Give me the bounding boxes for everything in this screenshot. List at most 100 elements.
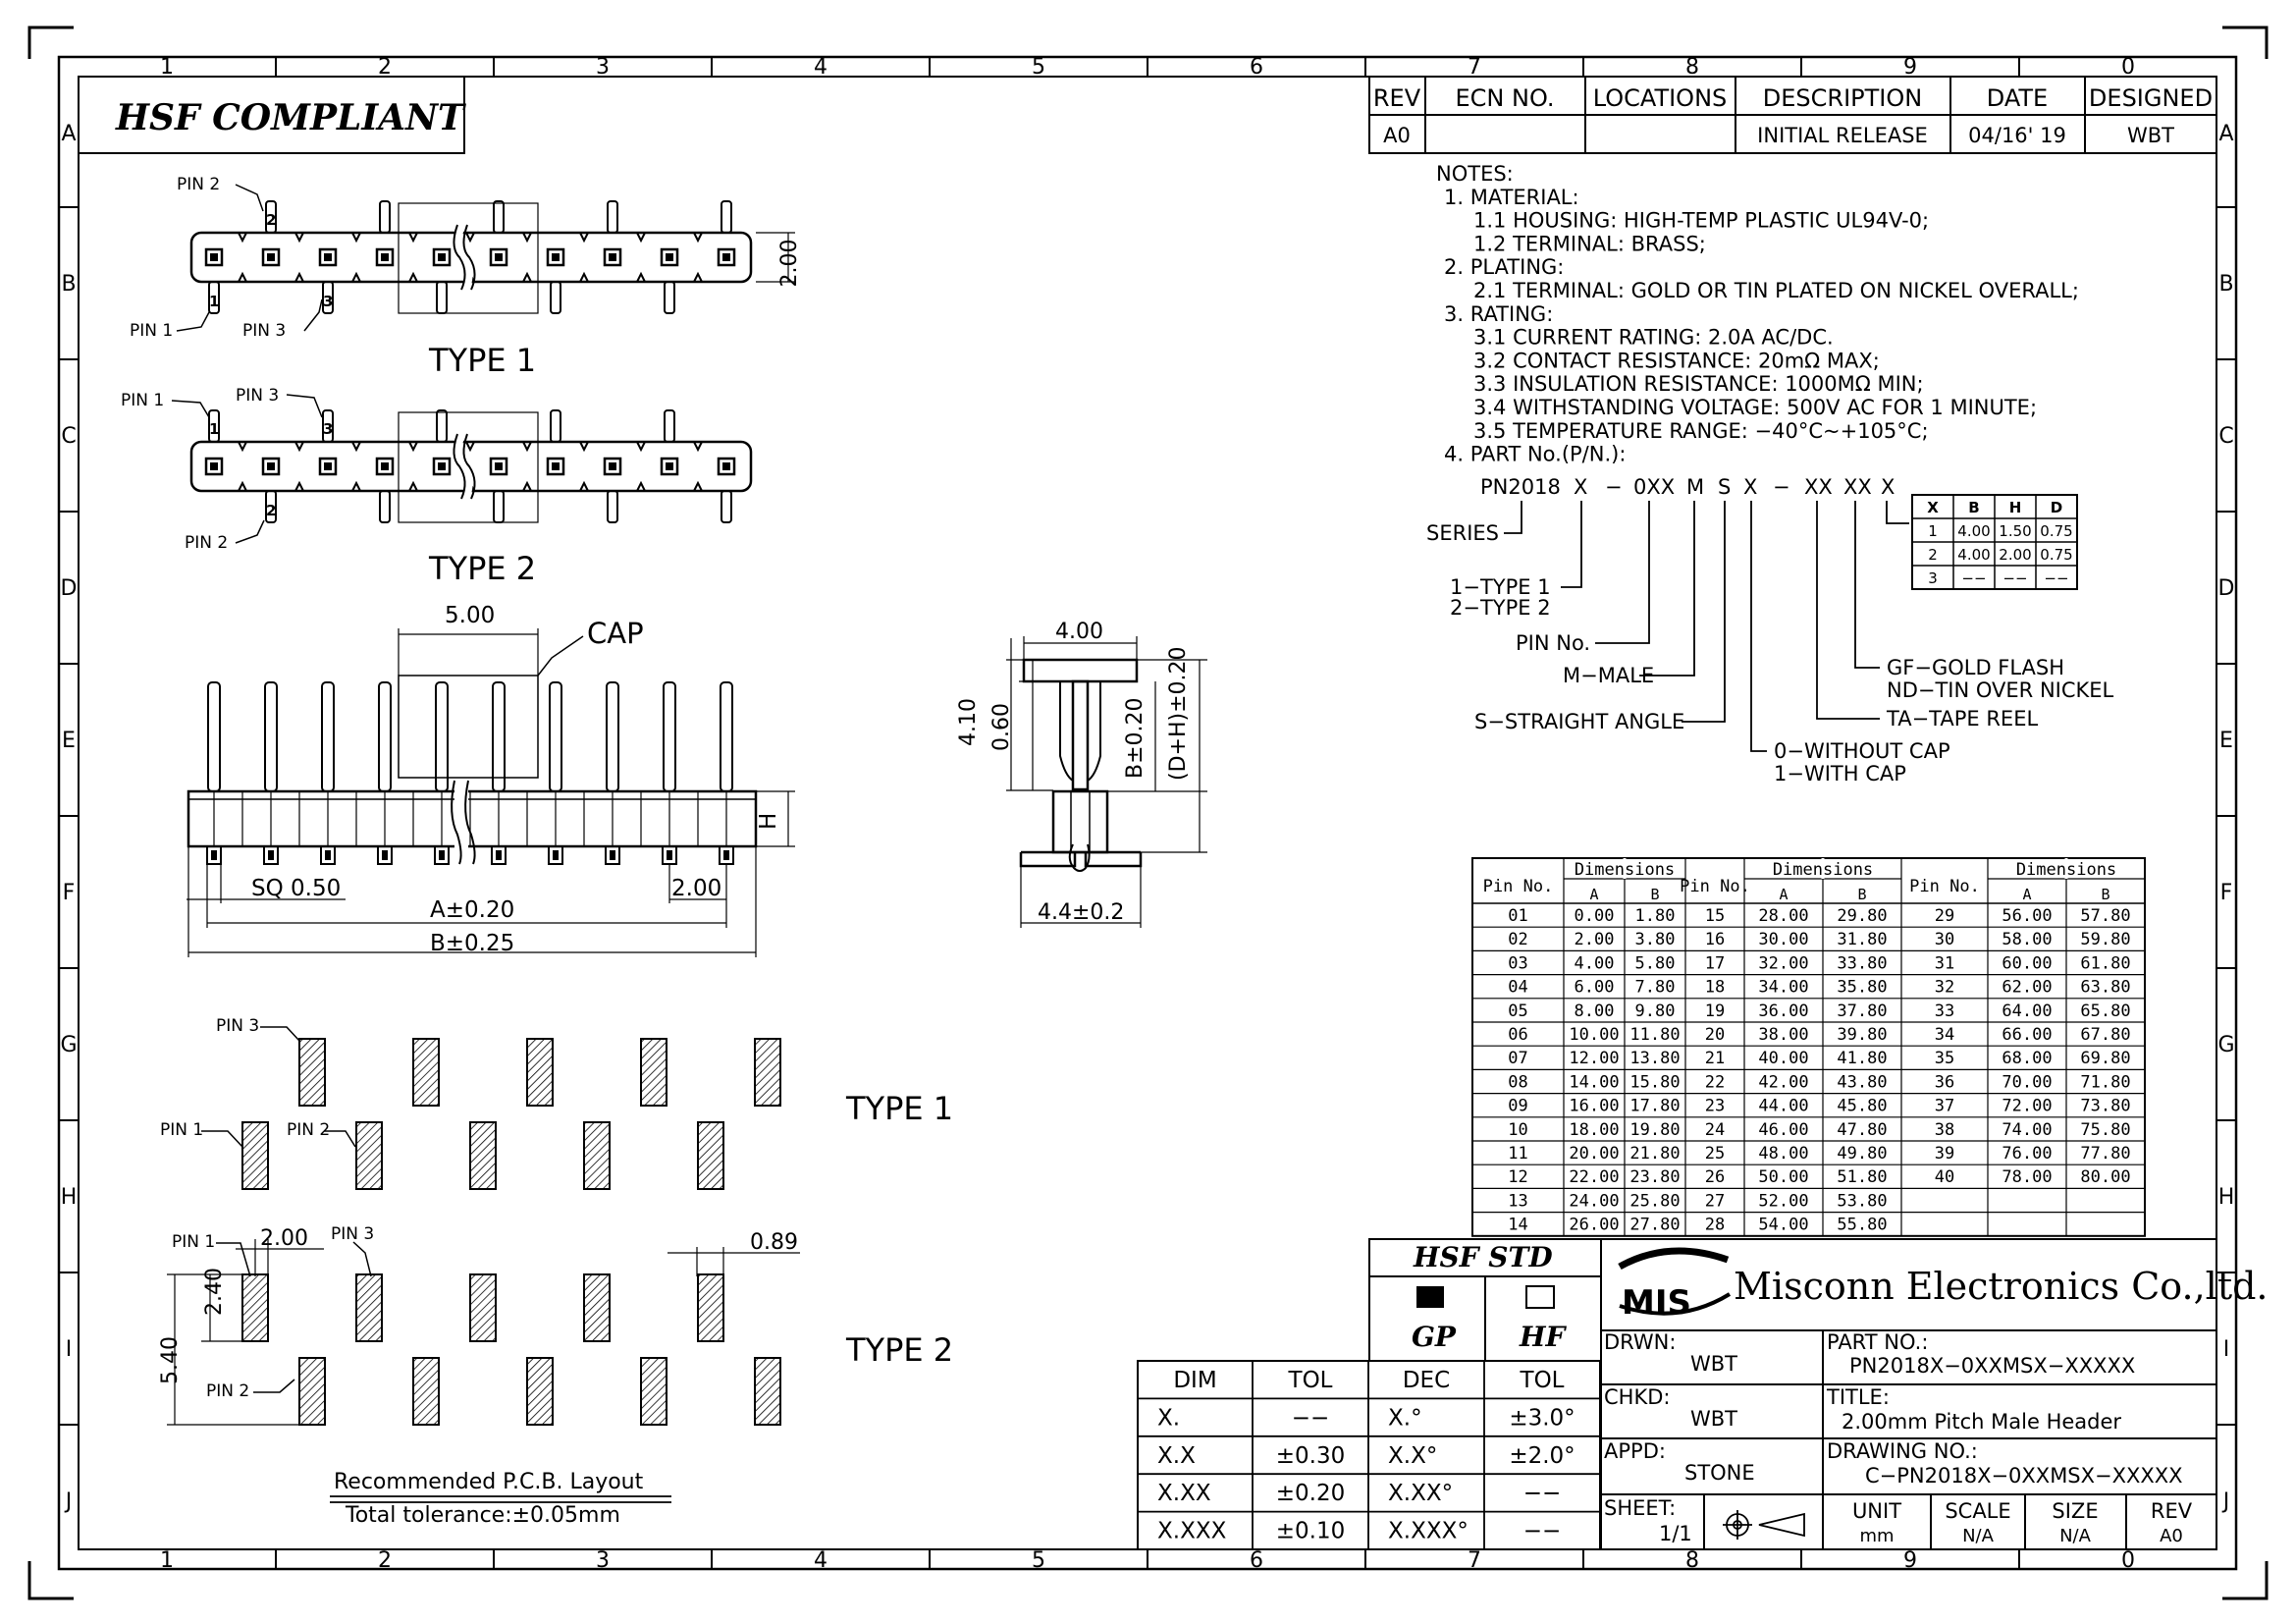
pn-seg-xx1: XX (1804, 475, 1833, 499)
note-line-4: 2. PLATING: (1444, 255, 1564, 279)
type1-label: TYPE 1 (428, 342, 536, 379)
pin-square-9 (660, 457, 679, 476)
side-pin-2 (264, 681, 278, 792)
xbhd-cell-1-1: 4.00 (1957, 522, 1990, 540)
pn-seg-dash2: − (1773, 475, 1790, 499)
revision-table: REV ECN NO. LOCATIONS DESCRIPTION DATE D… (1368, 76, 2217, 154)
dim-cell-12-4: 52.00 (1758, 1191, 1808, 1211)
pin-square-10 (717, 457, 736, 476)
h-label: H (756, 813, 781, 830)
dim-cell-2-1: 4.00 (1575, 953, 1615, 973)
unit-label: UNIT (1852, 1499, 1901, 1523)
dim-cell-11-4: 50.00 (1758, 1167, 1808, 1187)
dim-header-b-3: B (1857, 886, 1866, 903)
tol-cell-0-1: TOL (1288, 1368, 1333, 1393)
dim-cell-6-4: 40.00 (1758, 1049, 1808, 1068)
xbhd-cell-0-1: B (1968, 499, 1979, 516)
dim-cell-11-2: 23.80 (1629, 1167, 1680, 1187)
tol-cell-4-1: ±0.10 (1276, 1519, 1345, 1544)
dim-cell-13-2: 27.80 (1629, 1216, 1680, 1235)
pcb-t2-pad-8 (640, 1357, 667, 1426)
dim-cell-3-2: 7.80 (1635, 978, 1676, 998)
zone-row-left-C: C (61, 424, 76, 449)
dim-cell-1-1: 2.00 (1575, 930, 1615, 949)
pin-square-8 (603, 457, 622, 476)
sheet-value: 1/1 (1659, 1522, 1692, 1545)
zone-row-right-A: A (2218, 122, 2233, 146)
dim-cell-8-0: 09 (1508, 1097, 1527, 1116)
dim-cell-0-1: 0.00 (1575, 906, 1615, 926)
dim-cell-13-5: 55.80 (1837, 1216, 1887, 1235)
dim-cell-10-7: 76.00 (2002, 1144, 2052, 1164)
pcb-title: Recommended P.C.B. Layout (334, 1470, 644, 1494)
dim-cell-4-8: 65.80 (2080, 1001, 2130, 1021)
xbhd-cell-2-2: 2.00 (1999, 546, 2031, 564)
dim-cell-0-5: 29.80 (1837, 906, 1887, 926)
xbhd-cell-3-2: −− (2002, 569, 2027, 587)
dim-cell-4-4: 36.00 (1758, 1001, 1808, 1021)
dim-cell-5-5: 39.80 (1837, 1025, 1887, 1045)
pcb-t1-pad-10 (754, 1038, 781, 1107)
dim-cell-6-1: 12.00 (1569, 1049, 1619, 1068)
svg-text:2: 2 (266, 211, 276, 229)
part-number-breakdown: PN2018 X − 0XX M S X − XX XX X SERIES 1−… (1426, 475, 2114, 785)
dim-cell-9-1: 18.00 (1569, 1120, 1619, 1140)
dim-cell-8-4: 44.00 (1758, 1097, 1808, 1116)
zone-col-bottom-5: 5 (1032, 1548, 1045, 1573)
pcb-t1-pad-8 (640, 1038, 667, 1107)
dim-cell-10-3: 25 (1705, 1144, 1725, 1164)
title-value: 2.00mm Pitch Male Header (1842, 1410, 2121, 1434)
zone-col-top-5: 5 (1032, 55, 1045, 80)
dim-cell-3-0: 04 (1508, 978, 1527, 998)
pin-square-2 (261, 247, 281, 267)
pcb-t1-pad-3 (355, 1121, 383, 1190)
pin-square-9 (660, 247, 679, 267)
zone-row-left-G: G (60, 1033, 77, 1057)
dim-cell-9-7: 74.00 (2002, 1120, 2052, 1140)
dim-cell-12-1: 24.00 (1569, 1191, 1619, 1211)
dim-cell-0-3: 15 (1705, 906, 1725, 926)
dim-cell-1-2: 3.80 (1635, 930, 1676, 949)
dim-cell-10-4: 48.00 (1758, 1144, 1808, 1164)
pn-seg-type: X (1574, 475, 1587, 499)
hsf-std-title: HSF STD (1413, 1241, 1553, 1273)
dim-cell-12-3: 27 (1705, 1191, 1725, 1211)
zone-row-left-F: F (63, 881, 76, 905)
type1-pcb-label: TYPE 1 (845, 1090, 953, 1127)
sheet-label: SHEET: (1604, 1496, 1676, 1520)
dim-cell-1-8: 59.80 (2080, 930, 2130, 949)
pin-callout-leaders (171, 184, 323, 544)
note-line-11: 3.5 TEMPERATURE RANGE: −40°C~+105°C; (1473, 419, 1929, 443)
dim-cell-7-2: 15.80 (1629, 1072, 1680, 1092)
pin-square-6 (489, 247, 508, 267)
end-b020-label: B±0.20 (1123, 697, 1148, 779)
zone-ticks (59, 57, 2236, 1569)
type2-label: TYPE 2 (428, 550, 536, 587)
chkd-label: CHKD: (1604, 1385, 1670, 1409)
dim-cell-5-1: 10.00 (1569, 1025, 1619, 1045)
pcb-d089-label: 0.89 (750, 1230, 798, 1255)
xbhd-cell-2-3: 0.75 (2040, 546, 2072, 564)
label-tape-reel: TA−TAPE REEL (1886, 707, 2038, 731)
note-line-3: 1.2 TERMINAL: BRASS; (1473, 232, 1706, 255)
dim-cell-1-0: 02 (1508, 930, 1527, 949)
dim-header-a-6: A (2022, 886, 2031, 903)
dim-cell-12-5: 53.80 (1837, 1191, 1887, 1211)
corner-marks (27, 26, 2269, 1600)
xbhd-cell-1-0: 1 (1928, 522, 1938, 540)
date-value: 04/16' 19 (1968, 124, 2066, 147)
pcb-layout (167, 1026, 800, 1426)
dim-header-pin-6: Pin No. (1909, 877, 1980, 896)
appd-label: APPD: (1604, 1439, 1666, 1463)
zone-row-left-I: I (66, 1337, 73, 1362)
pcb-t1-pin1-label: PIN 1 (160, 1120, 203, 1140)
company-name: Misconn Electronics Co.,ltd. (1734, 1265, 2269, 1308)
chkd-value: WBT (1690, 1407, 1737, 1431)
dim-cell-1-7: 58.00 (2002, 930, 2052, 949)
b-dim-label: B±0.25 (430, 931, 514, 956)
dim-cell-8-1: 16.00 (1569, 1097, 1619, 1116)
pcb-t1-pad-6 (526, 1038, 554, 1107)
pin-square-2 (261, 457, 281, 476)
